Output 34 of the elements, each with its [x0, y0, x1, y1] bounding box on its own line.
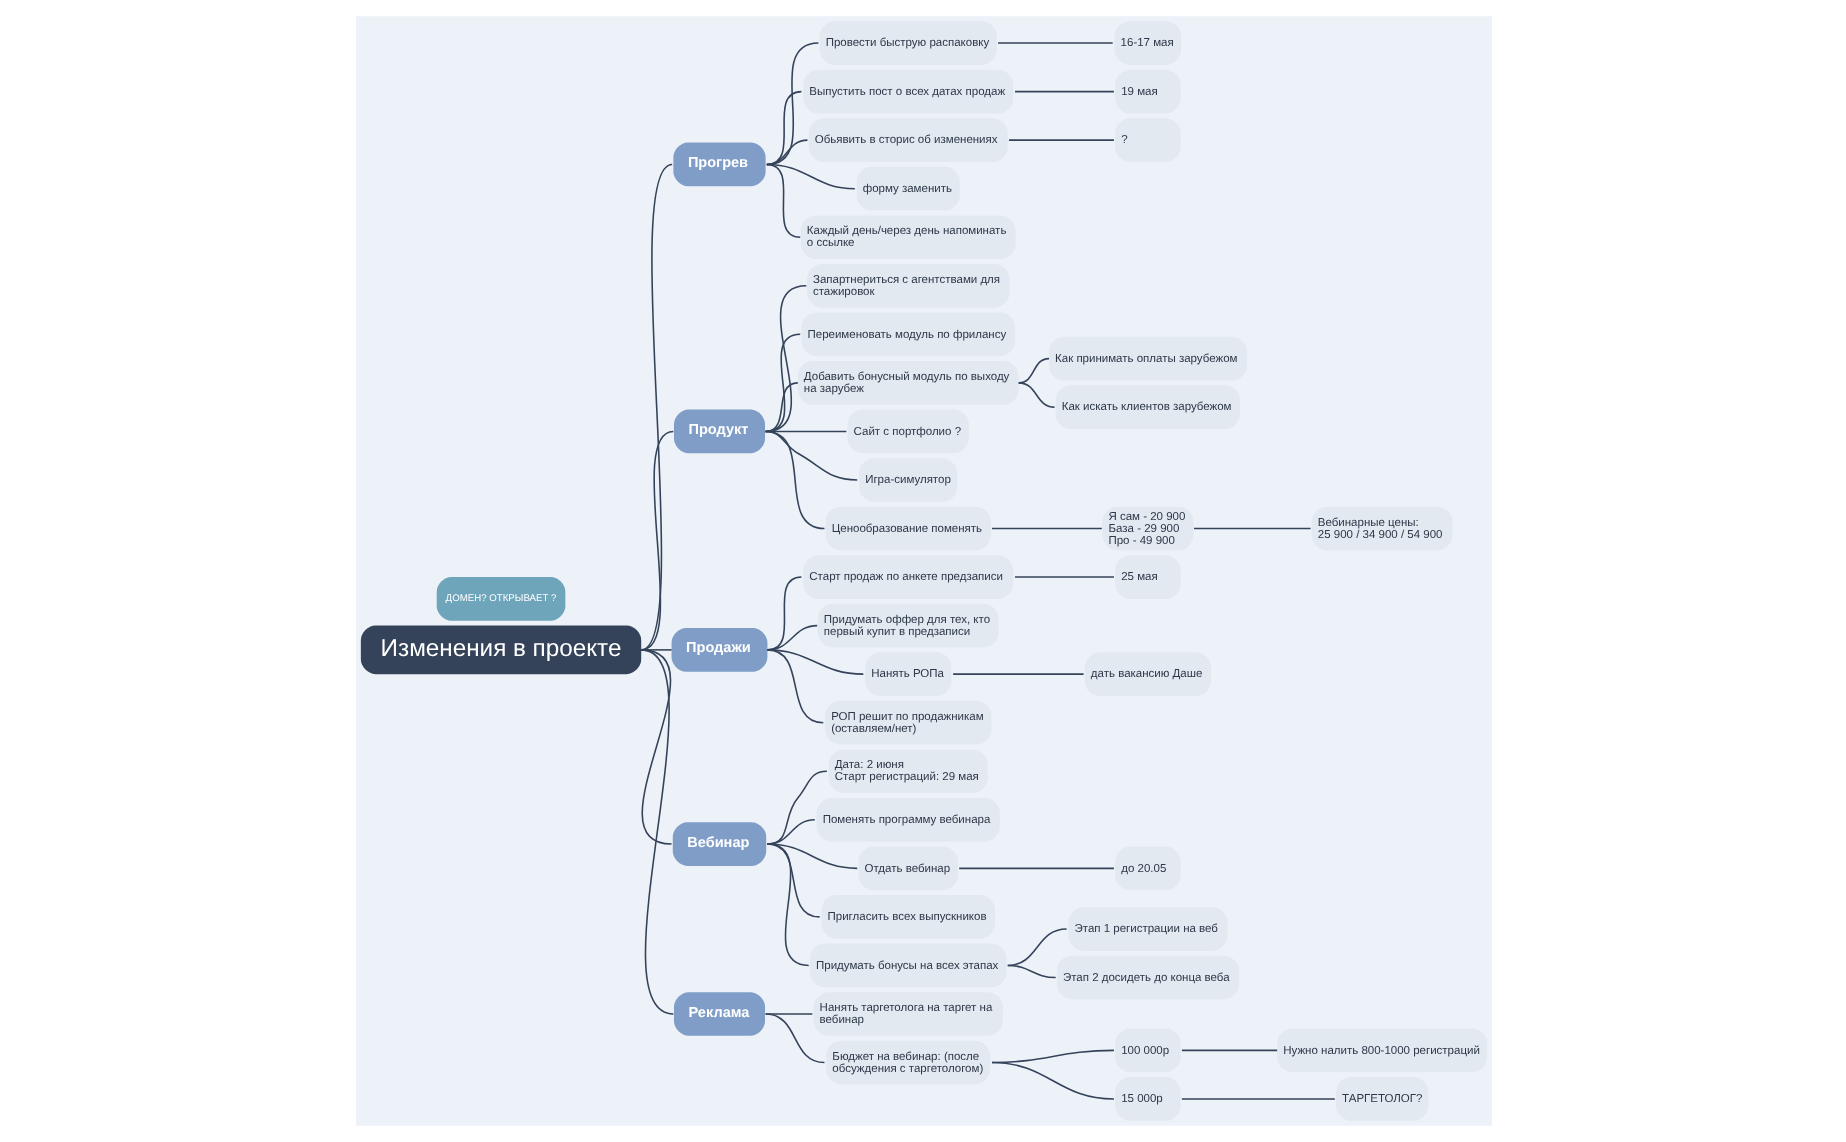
connector — [990, 527, 1102, 530]
connector — [1016, 357, 1049, 384]
connector — [990, 1061, 1114, 1100]
connector — [639, 163, 672, 651]
connector — [957, 867, 1114, 870]
connector — [765, 90, 802, 166]
connector — [996, 42, 1113, 44]
connector — [1180, 1098, 1335, 1100]
connector — [763, 430, 825, 530]
connector — [1005, 928, 1067, 967]
connector — [765, 843, 858, 870]
connector — [639, 649, 672, 845]
connector — [763, 285, 807, 433]
connector — [763, 1013, 825, 1064]
connector — [639, 430, 674, 651]
connector — [1180, 1049, 1277, 1052]
connector — [639, 649, 674, 1015]
connector — [1007, 139, 1114, 141]
connector — [765, 843, 809, 967]
connector — [765, 163, 800, 239]
connector — [765, 649, 864, 675]
connector — [763, 382, 798, 433]
connector — [951, 673, 1084, 675]
connector — [765, 649, 824, 724]
connector — [763, 430, 858, 481]
connector — [1013, 90, 1114, 93]
connector — [763, 333, 800, 433]
connector — [765, 42, 819, 166]
connector — [1016, 382, 1055, 408]
connector — [1192, 527, 1311, 530]
connector — [765, 139, 808, 166]
node-box: Изменения в проекте — [359, 625, 641, 675]
connector — [1013, 576, 1114, 578]
connector — [1005, 964, 1056, 979]
